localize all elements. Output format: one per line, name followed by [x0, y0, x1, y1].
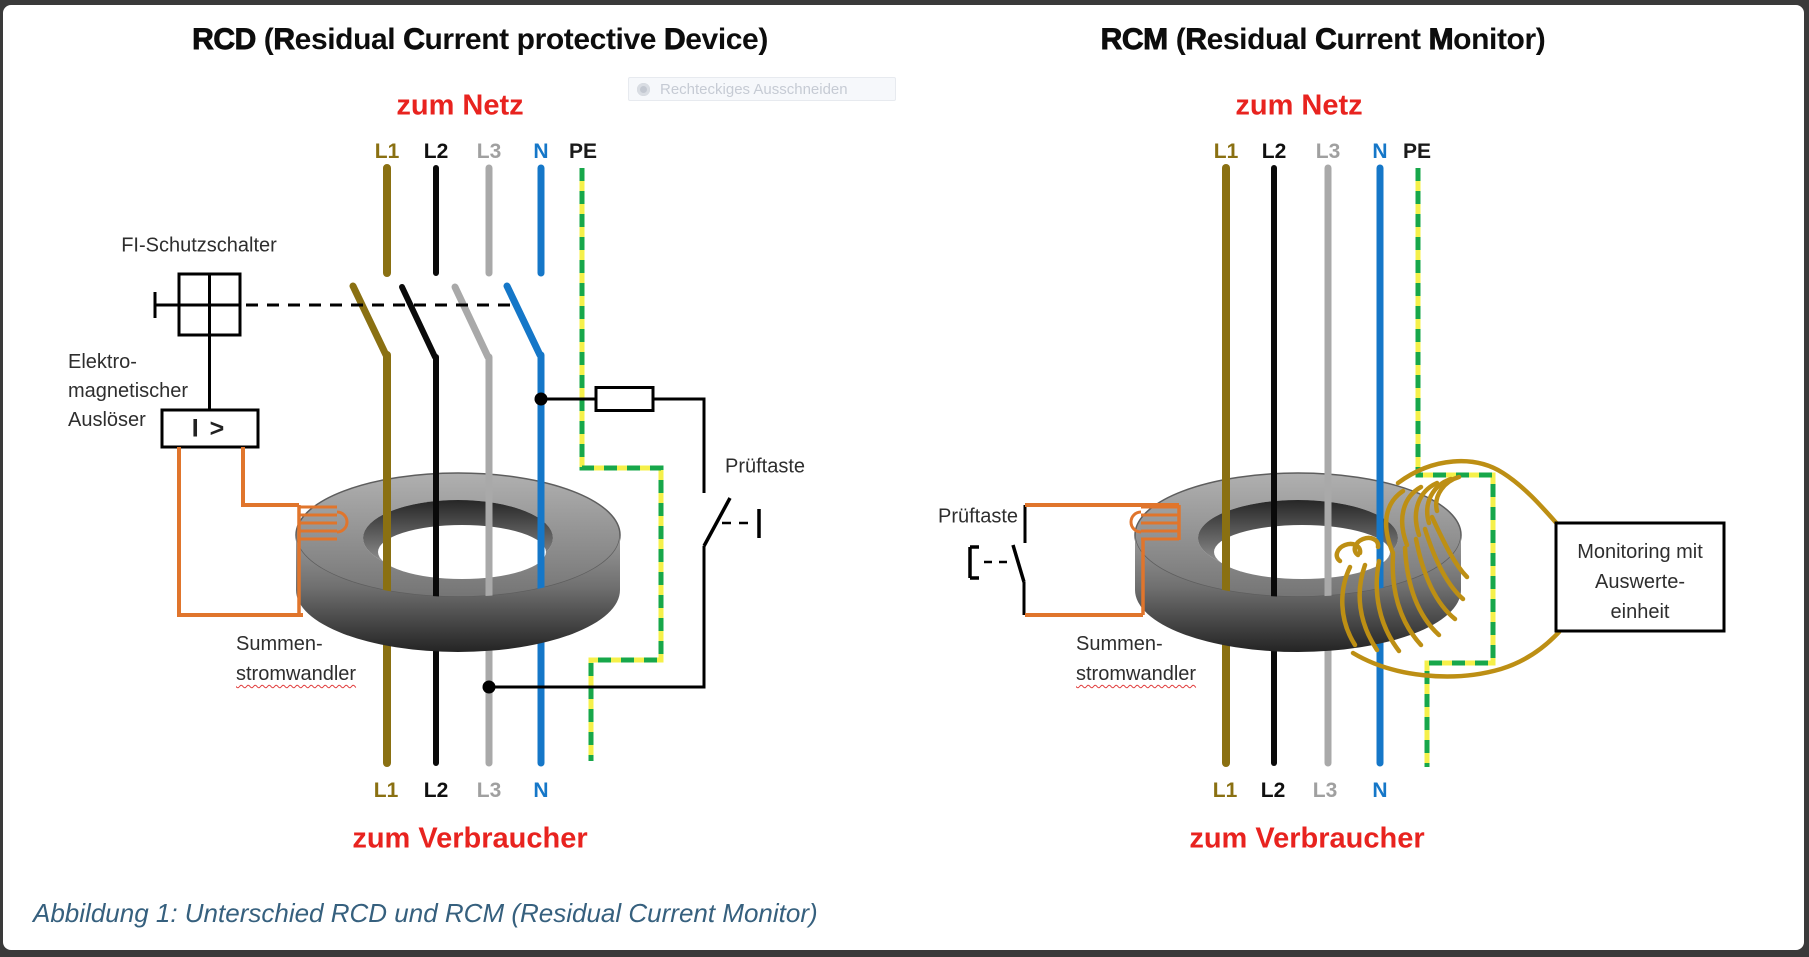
rcm-top-label-l3: L3: [1315, 140, 1341, 163]
diagram-canvas: RCD (Residual Current protective Device)…: [3, 5, 1804, 950]
rcd-top-label-l2: L2: [423, 140, 449, 163]
ausloeser-label: Elektro- magnetischer Auslöser: [68, 351, 189, 431]
rcd-top-label-n: N: [533, 140, 549, 163]
rcm-pe-wire: [1415, 168, 1496, 767]
wiring-diagram: [153, 164, 1726, 767]
rcd-pe-wire: [579, 168, 664, 761]
snipping-tool-mode-button[interactable]: Rechteckiges Ausschneiden: [628, 77, 896, 101]
rcm-prueftaste-label: Prüftaste: [937, 505, 1019, 528]
rcd-fi-switch-symbol: [153, 272, 511, 449]
rcd-summation-transformer-front: [296, 535, 620, 652]
monitoring-unit-label: Monitoring mit Auswerte- einheit: [1577, 541, 1703, 623]
rcd-wandler-label: Summen- stromwandler: [236, 633, 357, 685]
snip-mode-label: Rechteckiges Ausschneiden: [660, 80, 848, 98]
rcd-trip-coil-wiring: [177, 447, 349, 617]
rcd-phase-wires: [349, 164, 545, 767]
overcurrent-symbol: I >: [191, 414, 227, 443]
rcm-bottom-label-l2: L2: [1260, 779, 1286, 802]
rcd-bottom-label-l2: L2: [423, 779, 449, 802]
rcm-wandler-label: Summen- stromwandler: [1076, 633, 1197, 685]
figure-caption: Abbildung 1: Unterschied RCD und RCM (Re…: [33, 898, 818, 928]
rcd-bottom-label-l3: L3: [476, 779, 502, 802]
rcd-top-label-l1: L1: [374, 140, 400, 163]
rcd-top-label-pe: PE: [568, 140, 598, 163]
winding-lead-bottom: [1350, 629, 1562, 679]
rcd-bottom-label-n: N: [533, 779, 549, 802]
rcd-title: RCD (Residual Current protective Device): [192, 23, 769, 57]
rcd-summation-transformer-back: [295, 472, 621, 598]
rcm-to-net-label: zum Netz: [1235, 89, 1363, 122]
fi-schutzschalter-label: FI-Schutzschalter: [121, 234, 277, 257]
rcm-top-label-pe: PE: [1402, 140, 1432, 163]
rcd-prueftaste-label: Prüftaste: [724, 455, 806, 478]
rcm-bottom-label-l3: L3: [1312, 779, 1338, 802]
rcm-test-coil-wiring: [1025, 503, 1181, 617]
rcm-to-consumer-label: zum Verbraucher: [1189, 822, 1425, 855]
rcm-title: RCM (Residual Current Monitor): [1100, 23, 1546, 57]
rcm-summation-transformer-front: [1135, 535, 1461, 652]
rcd-to-net-label: zum Netz: [396, 89, 524, 122]
rcd-to-consumer-label: zum Verbraucher: [352, 822, 588, 855]
rcm-bottom-label-n: N: [1372, 779, 1388, 802]
rcm-phase-wires: [1222, 164, 1384, 767]
rcd-top-label-l3: L3: [476, 140, 502, 163]
rcm-top-label-l2: L2: [1261, 140, 1287, 163]
rcm-bottom-label-l1: L1: [1212, 779, 1238, 802]
rcd-bottom-label-l1: L1: [373, 779, 399, 802]
snip-mode-icon: [637, 82, 650, 96]
monitoring-unit-box: [1554, 521, 1726, 633]
winding-lead-top: [1395, 458, 1562, 529]
rcm-test-switch: [968, 505, 1027, 615]
rcd-test-circuit: [482, 386, 761, 694]
rcm-top-label-n: N: [1372, 140, 1388, 163]
rcm-top-label-l1: L1: [1213, 140, 1239, 163]
rcm-secondary-winding: [1334, 458, 1562, 679]
